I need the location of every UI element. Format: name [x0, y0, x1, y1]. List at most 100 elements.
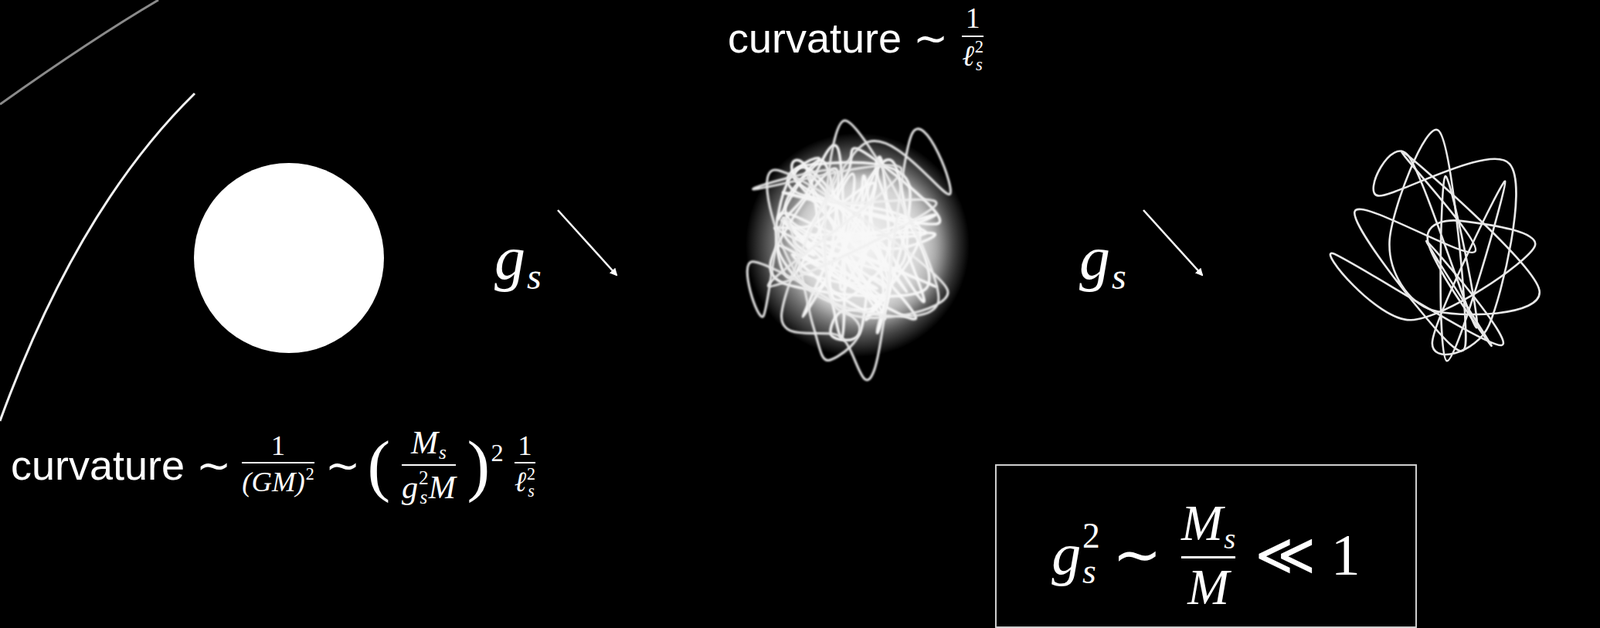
formula-text: s	[438, 441, 447, 463]
fraction: 1 ℓ2s	[961, 3, 984, 75]
free-string	[1330, 129, 1540, 361]
script-group: ℓ2s	[961, 38, 984, 74]
superscript-slot	[438, 423, 447, 443]
scripts: 2	[305, 465, 315, 500]
formula-text: g	[1051, 520, 1081, 588]
similar-sign: ∼	[325, 441, 361, 490]
fraction-bar	[401, 464, 456, 466]
similar-sign: ∼	[1112, 519, 1162, 589]
formula-text: 2	[490, 438, 503, 467]
formula-text: s	[526, 255, 542, 297]
curvature-text: curvature ∼	[10, 441, 231, 490]
formula-text: 2	[418, 466, 429, 489]
scripts: 2s	[1082, 518, 1101, 589]
curvature-text: curvature ∼	[727, 13, 948, 63]
string-loop	[781, 129, 952, 381]
superscript-slot: 2	[418, 468, 429, 488]
numerator: 1	[517, 431, 532, 462]
script-group: g2s	[401, 468, 429, 508]
subscript-slot: s	[974, 56, 984, 75]
formula-text: s	[1111, 255, 1127, 297]
formula-text: 1	[271, 429, 286, 462]
formula-text: s	[1223, 521, 1236, 555]
orbit-arc	[0, 93, 195, 422]
result-box: g2s∼MsM≪ 1	[995, 464, 1417, 628]
formula-text: g	[494, 223, 526, 294]
script-group: (GM)2	[241, 465, 314, 500]
black-hole-disc	[193, 163, 384, 354]
subscript-slot	[305, 482, 315, 500]
fraction: Msg2sM	[401, 423, 456, 507]
superscript-slot	[1111, 220, 1127, 259]
superscript-slot	[1223, 493, 1236, 524]
denominator: ℓ2s	[514, 465, 536, 500]
formula-text: s	[527, 481, 535, 501]
fraction-bar	[514, 461, 536, 464]
formula-text: 1	[965, 1, 981, 34]
string-loop	[1373, 151, 1517, 362]
superscript-slot	[526, 220, 542, 259]
scripts: 2	[490, 440, 503, 491]
scripts: s	[1111, 220, 1127, 296]
denominator: g2sM	[401, 468, 456, 508]
string-loop	[1354, 129, 1539, 352]
parenthesis: )	[467, 431, 491, 500]
scripts: 2s	[974, 38, 984, 74]
denominator: M	[1187, 561, 1230, 615]
subscript-slot: s	[1223, 523, 1236, 554]
superscript-slot: 2	[974, 38, 984, 57]
numerator: 1	[965, 3, 981, 34]
script-group: )2	[467, 431, 504, 500]
script-group: gs	[494, 220, 542, 296]
curvature-formula: curvature ∼ 1 ℓ2s	[727, 3, 988, 75]
formula-text: 2	[526, 464, 536, 484]
numerator: Ms	[411, 423, 447, 463]
formula-text: g	[1079, 223, 1111, 294]
subscript-slot: s	[1082, 553, 1101, 590]
script-group: ℓ2s	[514, 465, 536, 500]
much-less-than: ≪ 1	[1254, 519, 1361, 589]
formula-text: s	[975, 54, 983, 75]
scripts: 2s	[418, 468, 429, 508]
coupling-label: gs	[494, 220, 542, 296]
formula-group: curvature ∼1(GM)2∼(Msg2sM)21ℓ2s	[10, 423, 539, 507]
script-group: Ms	[1181, 493, 1236, 554]
formula-text: M	[1187, 559, 1230, 615]
orbit-arc	[0, 0, 159, 105]
denominator: (GM)2	[241, 465, 314, 500]
scripts: s	[526, 220, 542, 296]
superscript-slot: 2	[526, 465, 536, 483]
formula-text: ℓ	[514, 467, 527, 498]
script-group: Ms	[411, 423, 447, 463]
fraction: 1(GM)2	[241, 431, 314, 500]
formula-text: M	[1181, 497, 1223, 551]
formula-text: 2	[1082, 516, 1101, 556]
scripts: s	[1223, 493, 1236, 554]
denominator: ℓ2s	[961, 38, 984, 74]
formula-text: 1	[517, 429, 532, 462]
numerator: 1	[271, 431, 286, 462]
subscript-slot: s	[1111, 258, 1127, 296]
subscript-slot: s	[438, 442, 447, 462]
fraction-bar	[961, 35, 984, 38]
formula-text: s	[419, 485, 428, 508]
parenthesis: (	[367, 431, 391, 500]
superscript-slot: 2	[490, 440, 503, 466]
decrease-arrow	[1143, 210, 1203, 276]
subscript-slot	[490, 465, 503, 490]
formula-text: M	[428, 470, 456, 505]
formula-text: s	[1082, 551, 1097, 592]
fraction-bar	[241, 461, 314, 464]
formula-group: g2s∼MsM≪ 1	[1051, 493, 1361, 615]
numerator: Ms	[1181, 493, 1236, 554]
formula-text: ℓ	[961, 40, 975, 72]
formula-group: g2sM	[401, 468, 456, 508]
scripts: 2s	[526, 465, 536, 500]
script-group: gs	[1079, 220, 1127, 296]
superscript-slot: 2	[1082, 518, 1101, 554]
formula-text: M	[411, 425, 439, 460]
curvature-formula: curvature ∼1(GM)2∼(Msg2sM)21ℓ2s	[10, 423, 539, 507]
decrease-arrow	[557, 210, 617, 276]
formula-text: (GM)	[241, 467, 306, 498]
